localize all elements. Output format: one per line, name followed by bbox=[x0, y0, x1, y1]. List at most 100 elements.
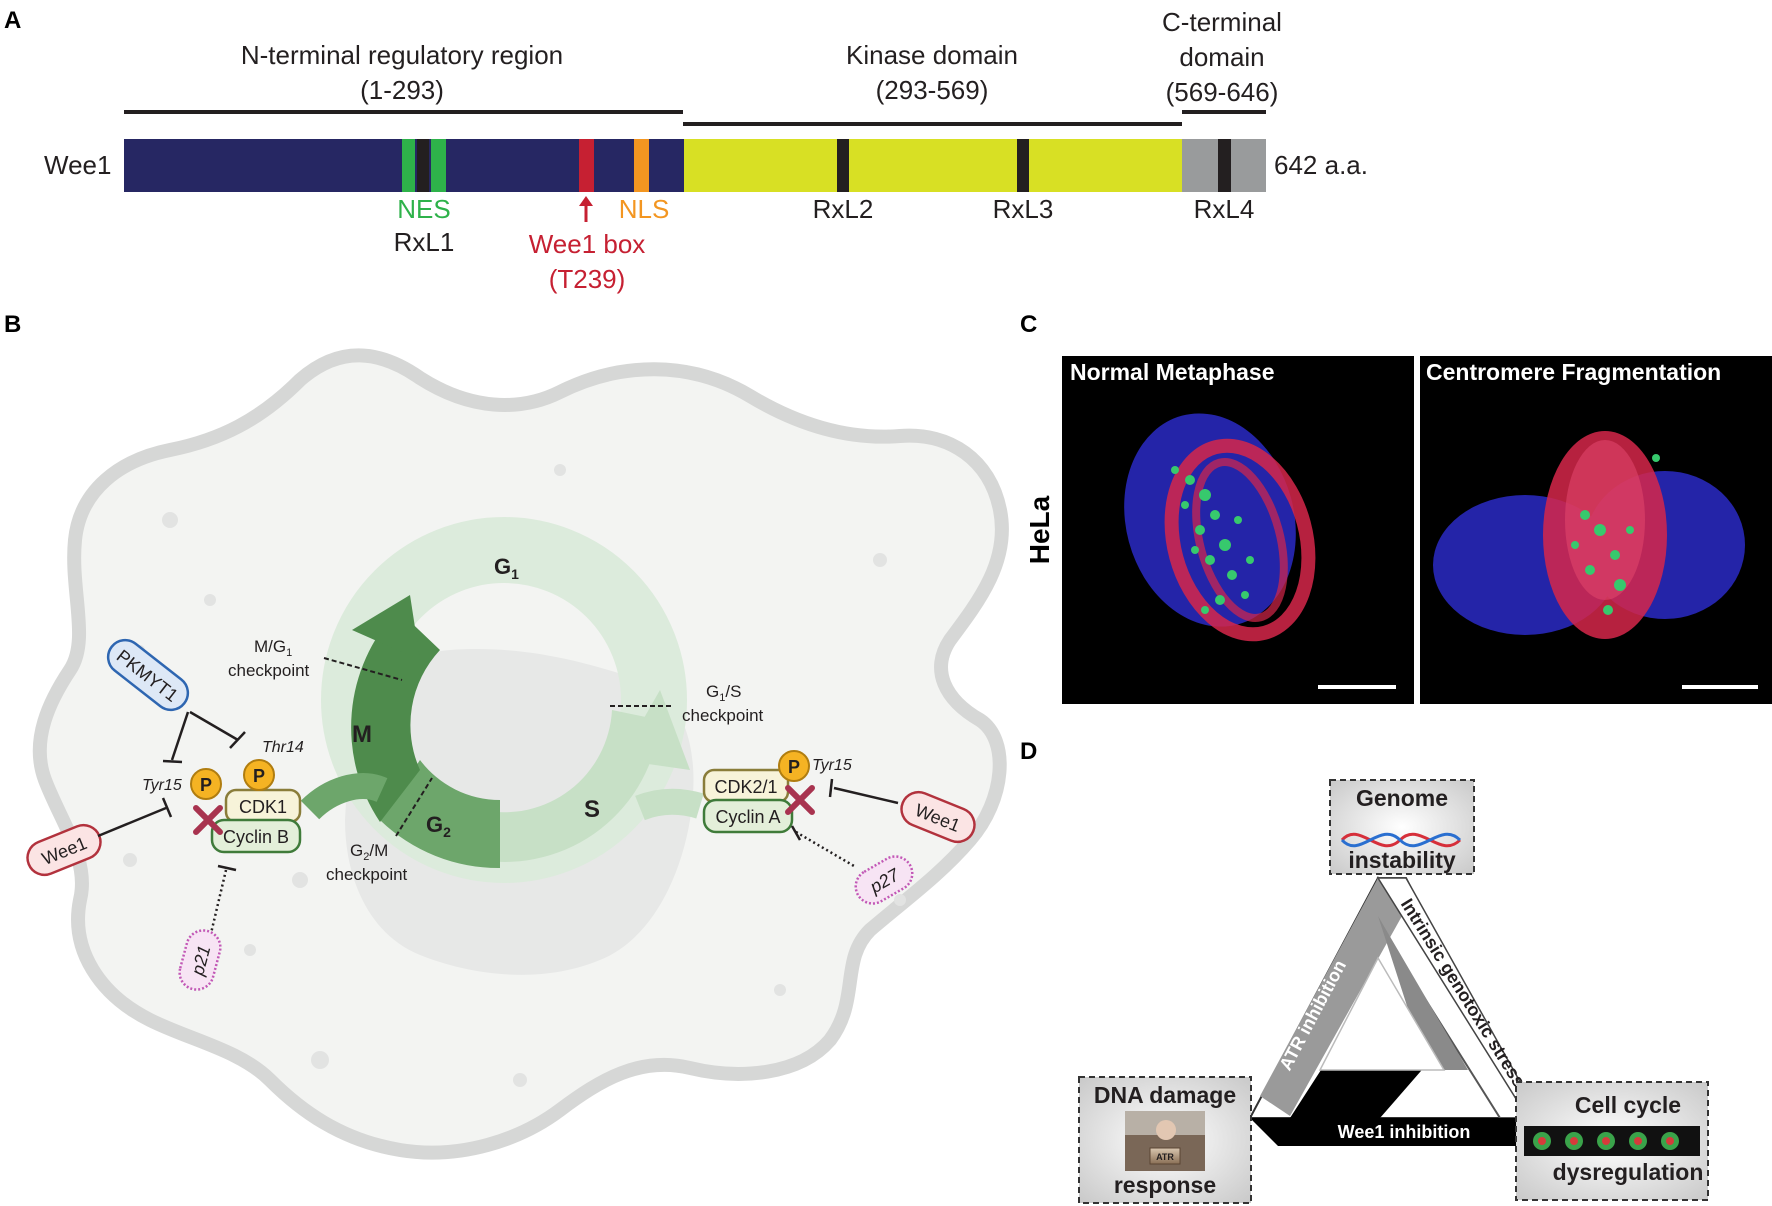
rxl3-label: RxL3 bbox=[993, 194, 1054, 224]
triangle-inner-face bbox=[1330, 916, 1468, 1070]
inactivated-cross-left bbox=[193, 805, 223, 835]
phospho-tyr15-left bbox=[190, 768, 222, 800]
rxl1-mark bbox=[417, 139, 429, 192]
g2m-checkpoint-line bbox=[395, 777, 433, 837]
p21-node: p21 bbox=[178, 929, 222, 991]
dna-damage-top: DNA damage bbox=[1094, 1082, 1236, 1108]
triangle-hole bbox=[1318, 956, 1446, 1071]
cell-cycle-filmstrip bbox=[1524, 1126, 1700, 1156]
wee1-left-bar bbox=[161, 797, 173, 818]
rxl4-label: RxL4 bbox=[1194, 194, 1255, 224]
cyclin-a-label: Cyclin A bbox=[715, 807, 780, 827]
protein-name: Wee1 bbox=[44, 150, 111, 180]
mg1-checkpoint-line bbox=[323, 657, 403, 681]
g1s-checkpoint-label-2: checkpoint bbox=[682, 706, 764, 725]
atr-badge bbox=[1149, 1147, 1181, 1165]
panel-d-letter: D bbox=[1020, 738, 1037, 765]
micrograph-normal: Normal Metaphase bbox=[1062, 356, 1414, 704]
inactivated-cross-right bbox=[785, 785, 815, 815]
wee1-box-mark bbox=[579, 139, 594, 192]
p27-node: p27 bbox=[854, 855, 914, 905]
panel-c: C HeLa Normal Metaphase bbox=[1020, 311, 1772, 704]
dna-damage-bottom: response bbox=[1114, 1172, 1216, 1198]
phospho-tyr15-right bbox=[778, 750, 810, 782]
p27-bar bbox=[790, 825, 802, 841]
wee1-box-label: Wee1 box bbox=[529, 229, 646, 259]
triangle-left-face bbox=[1260, 878, 1402, 1116]
cycle-arc-g2 bbox=[380, 760, 500, 869]
micrograph-fragmentation: Centromere Fragmentation bbox=[1420, 356, 1772, 704]
triangle-bottom-edge bbox=[1250, 1118, 1556, 1146]
centromere-foci-fragmented bbox=[1571, 454, 1660, 615]
cell-line-label: HeLa bbox=[1024, 495, 1055, 564]
cyclin-a-node bbox=[702, 798, 794, 834]
g1s-checkpoint-label: G1/S bbox=[706, 682, 741, 704]
phase-g1: G1 bbox=[494, 554, 519, 582]
kinase-domain-range: (293-569) bbox=[876, 75, 989, 105]
micrograph-normal-title: Normal Metaphase bbox=[1070, 359, 1275, 385]
mg1-checkpoint-label-2: checkpoint bbox=[228, 661, 310, 680]
panel-d: D ATR inhibition Intrinsic genotoxic str… bbox=[1020, 738, 1709, 1204]
p27-inhibition bbox=[795, 830, 855, 868]
panel-b: B G1 M S G2 M/G1 checkpoint G1/S checkpo… bbox=[4, 311, 1009, 1160]
cycle-tail-right bbox=[635, 788, 704, 821]
rxl4-mark bbox=[1218, 139, 1231, 192]
micrograph-fragmentation-title: Centromere Fragmentation bbox=[1426, 359, 1721, 385]
nes-mark-1 bbox=[402, 139, 415, 192]
cdk1-label: CDK1 bbox=[239, 797, 287, 817]
mg1-checkpoint-label: M/G1 bbox=[254, 637, 292, 659]
cdk21-label: CDK2/1 bbox=[714, 777, 777, 797]
cell-cycle-bottom: dysregulation bbox=[1553, 1159, 1704, 1185]
rxl2-label: RxL2 bbox=[813, 194, 874, 224]
panel-a: A N-terminal regulatory region (1-293) K… bbox=[4, 7, 1368, 294]
phospho-tyr15-left-label: P bbox=[200, 775, 212, 795]
cycle-arc-m bbox=[351, 610, 440, 822]
kinase-segment bbox=[684, 139, 1182, 192]
panel-c-letter: C bbox=[1020, 311, 1037, 338]
cytoplasm-dots bbox=[123, 464, 906, 1087]
g2m-checkpoint-label: G2/M bbox=[350, 841, 388, 863]
panel-b-letter: B bbox=[4, 311, 21, 338]
rxl1-label: RxL1 bbox=[394, 227, 455, 257]
wee1-box-site: (T239) bbox=[549, 264, 626, 294]
wee1-box-arrowhead bbox=[579, 196, 593, 206]
nes-mark-2 bbox=[431, 139, 446, 192]
pkmyt1-inhibition-lines bbox=[170, 710, 239, 761]
wee1-right-inhibition bbox=[833, 786, 899, 805]
phase-g2: G2 bbox=[426, 812, 451, 840]
tyr15-right-label: Tyr15 bbox=[812, 757, 852, 774]
tyr15-left-label: Tyr15 bbox=[142, 777, 182, 794]
protein-length: 642 a.a. bbox=[1274, 150, 1368, 180]
n-region-title: N-terminal regulatory region bbox=[241, 40, 563, 70]
centromere-foci-normal bbox=[1171, 466, 1254, 614]
wee1-right-bar bbox=[828, 778, 834, 798]
wee1-right-node: Wee1 bbox=[900, 790, 976, 844]
cyclin-b-node bbox=[210, 818, 302, 854]
rxl2-mark bbox=[837, 139, 849, 192]
phase-s: S bbox=[584, 796, 600, 823]
rxl3-mark bbox=[1017, 139, 1029, 192]
wee1-left-inhibition bbox=[97, 806, 167, 838]
genome-instability-box bbox=[1329, 779, 1475, 875]
nls-label: NLS bbox=[619, 194, 670, 224]
nes-label: NES bbox=[397, 194, 450, 224]
phospho-thr14-label: P bbox=[253, 766, 265, 786]
n-region-range: (1-293) bbox=[360, 75, 444, 105]
genome-instability-top: Genome bbox=[1356, 785, 1448, 811]
phospho-tyr15-right-label: P bbox=[788, 757, 800, 777]
cell-cycle-top: Cell cycle bbox=[1575, 1092, 1681, 1118]
genome-instability-bottom: instability bbox=[1348, 847, 1456, 873]
c-domain-range: (569-646) bbox=[1166, 77, 1279, 107]
cycle-arrow-s bbox=[620, 690, 690, 770]
dna-strand-blue bbox=[1340, 832, 1462, 848]
pkmyt1-thr14-bar bbox=[229, 731, 246, 749]
pkmyt1-tyr15-bar bbox=[162, 759, 183, 764]
thr14-label: Thr14 bbox=[262, 739, 304, 756]
cyclin-b-label: Cyclin B bbox=[223, 827, 289, 847]
panel-a-letter: A bbox=[4, 7, 21, 34]
atr-badge-label: ATR bbox=[1156, 1152, 1174, 1162]
phase-m: M bbox=[352, 721, 372, 748]
kinase-domain-title: Kinase domain bbox=[846, 40, 1018, 70]
g2m-checkpoint-label-2: checkpoint bbox=[326, 865, 408, 884]
